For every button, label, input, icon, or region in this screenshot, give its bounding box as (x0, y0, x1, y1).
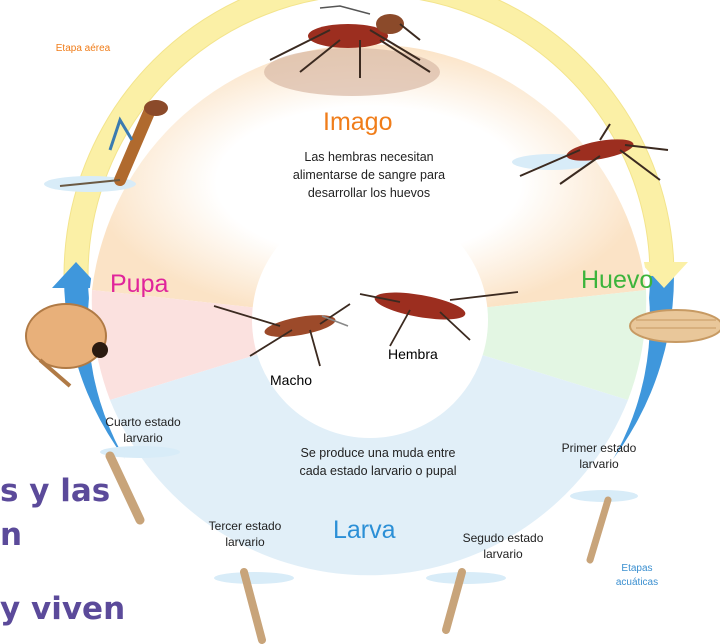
egg-raft-icon (629, 309, 720, 343)
pupa-title: Pupa (110, 270, 169, 298)
imago-sector (92, 44, 646, 320)
third-larval-label: Tercer estado larvario (208, 519, 282, 549)
first-larval-label: Primer estado larvario (561, 441, 637, 471)
aerial-stage-label: Etapa aérea (55, 43, 111, 54)
male-mosquito-icon (213, 303, 351, 367)
mosquito-top-icon (264, 5, 440, 96)
mosquito-emerging-icon (44, 100, 168, 192)
second-larval-label: Segudo estado larvario (462, 531, 544, 561)
mosquito-right-icon (512, 123, 669, 185)
larva-2-icon (426, 568, 506, 634)
pupa-arrow (52, 262, 100, 288)
overlay-text-line-2: n (0, 517, 23, 553)
female-label: Hembra (388, 346, 438, 362)
larva-note: Se produce una muda entre cada estado la… (299, 446, 457, 478)
larva-1-icon (570, 490, 638, 564)
pupa-icon (25, 303, 108, 388)
male-label: Macho (270, 372, 313, 388)
larva-sector (110, 320, 628, 576)
center-circle (252, 202, 488, 438)
larva-3-icon (214, 568, 294, 644)
fourth-larval-label: Cuarto estado larvario (105, 415, 181, 445)
female-mosquito-icon (359, 291, 519, 347)
overlay-text-line-3: y viven (0, 591, 126, 627)
overlay-text-line-1: s y las (0, 473, 111, 509)
imago-title: Imago (323, 108, 393, 136)
huevo-arrow (640, 262, 688, 288)
imago-note: Las hembras necesitan alimentarse de san… (292, 150, 446, 200)
larva-4-icon (100, 446, 180, 525)
aquatic-stage-label: Etapas acuáticas (615, 563, 659, 588)
larva-title: Larva (333, 516, 396, 544)
huevo-title: Huevo (581, 266, 654, 294)
